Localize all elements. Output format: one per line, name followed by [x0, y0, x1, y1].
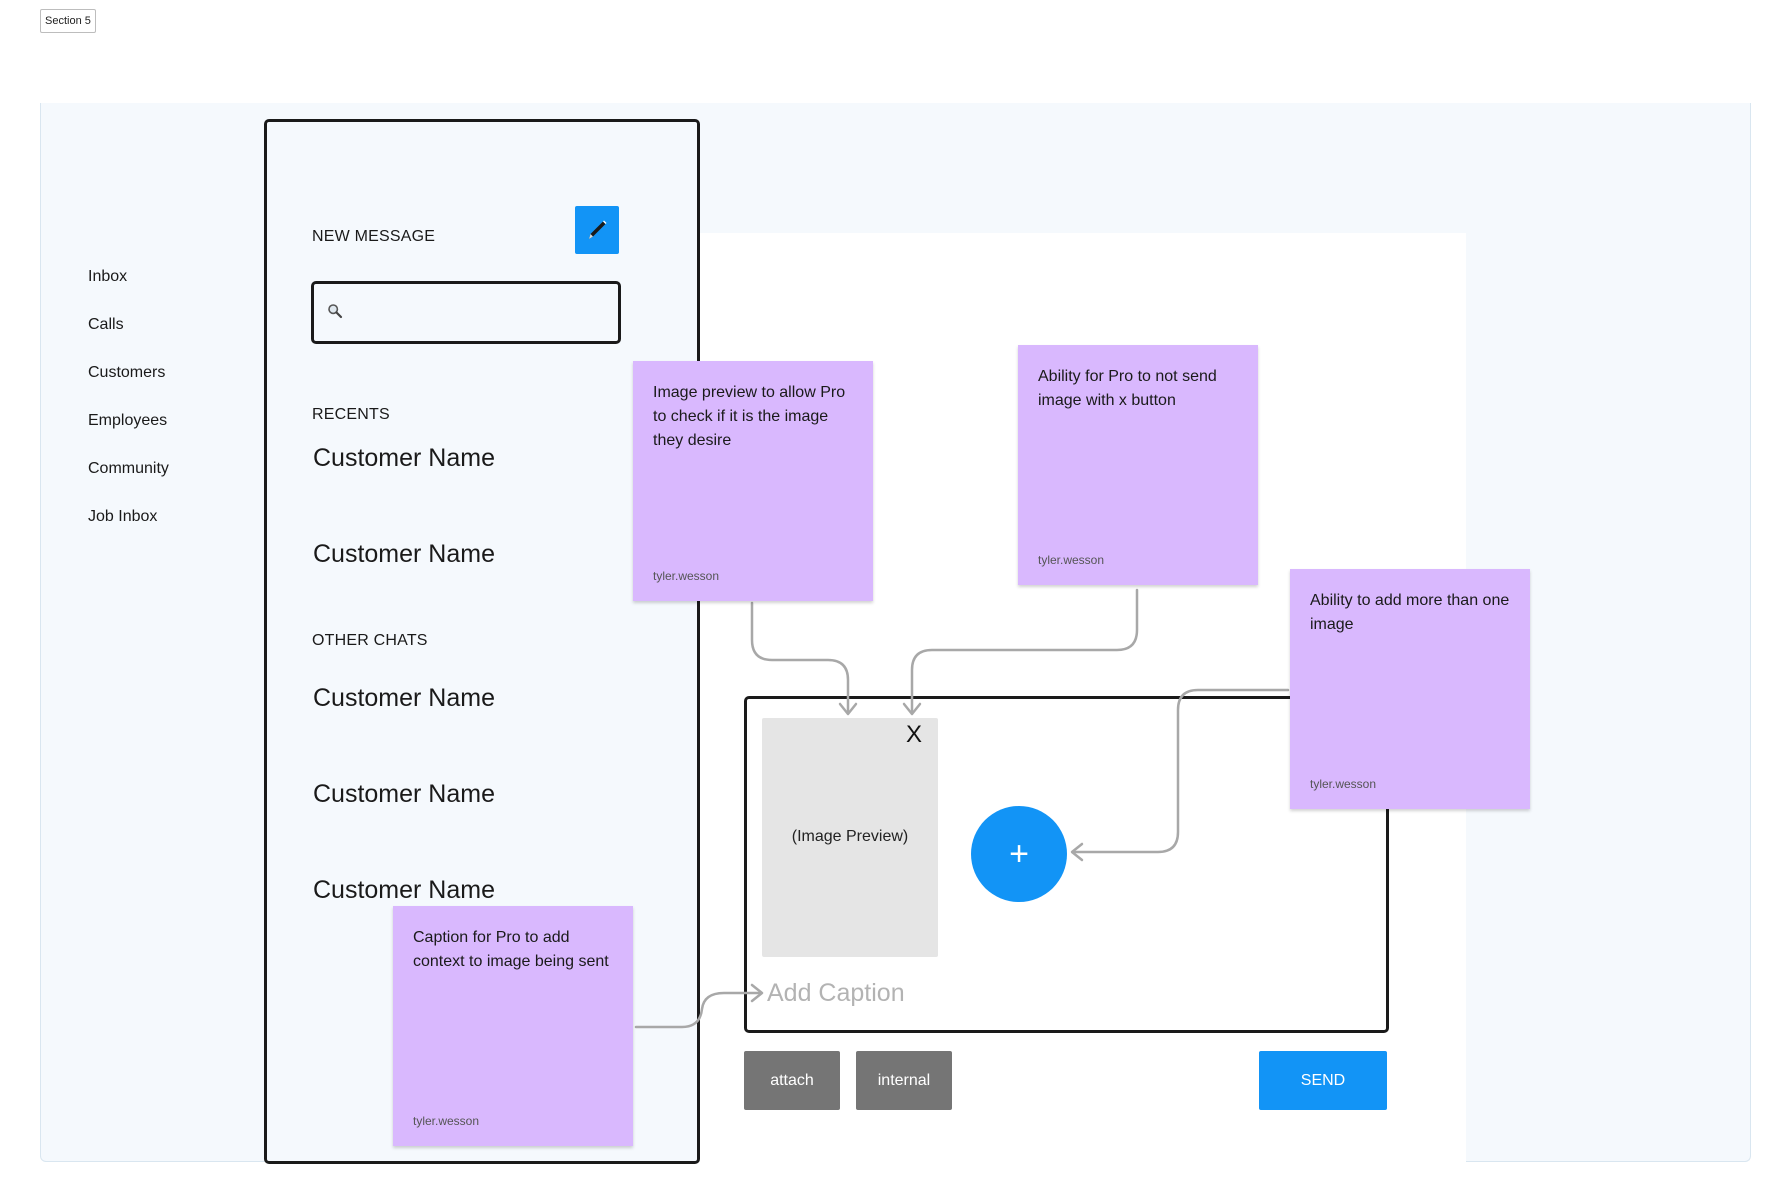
sidebar-item-community[interactable]: Community: [88, 460, 169, 477]
new-message-title: NEW MESSAGE: [312, 228, 436, 245]
attach-button[interactable]: attach: [744, 1051, 840, 1110]
remove-image-button[interactable]: X: [906, 721, 923, 748]
search-icon: [328, 304, 343, 319]
connector-multi-image-note: [1072, 688, 1290, 854]
caption-input[interactable]: Add Caption: [767, 979, 905, 1007]
other-chats-heading: OTHER CHATS: [312, 632, 428, 649]
sticky-note: Ability to add more than one image tyler…: [1290, 569, 1530, 809]
internal-button[interactable]: internal: [856, 1051, 952, 1110]
arrowhead: [838, 702, 858, 716]
note-author: tyler.wesson: [1310, 777, 1377, 791]
sticky-note: Image preview to allow Pro to check if i…: [633, 361, 873, 601]
connector-caption-note: [634, 991, 762, 1029]
arrowhead: [902, 702, 922, 716]
arrowhead: [1070, 842, 1084, 862]
note-author: tyler.wesson: [413, 1114, 480, 1128]
section-label: Section 5: [40, 9, 96, 33]
other-chat-item[interactable]: Customer Name: [313, 684, 495, 712]
image-preview: (Image Preview): [762, 718, 938, 957]
note-text: Ability to add more than one image: [1310, 592, 1510, 633]
pen-icon: [589, 220, 607, 239]
sticky-note: Caption for Pro to add context to image …: [393, 906, 633, 1146]
connector-preview-note: [750, 601, 850, 714]
recents-heading: RECENTS: [312, 406, 390, 423]
connector-x-note: [910, 588, 1139, 714]
other-chat-item[interactable]: Customer Name: [313, 780, 495, 808]
image-preview-label: (Image Preview): [791, 828, 909, 845]
sidebar-item-job-inbox[interactable]: Job Inbox: [88, 508, 158, 525]
note-text: Ability for Pro to not send image with x…: [1038, 368, 1217, 409]
other-chat-item[interactable]: Customer Name: [313, 876, 495, 904]
note-text: Caption for Pro to add context to image …: [413, 929, 609, 970]
sidebar-item-employees[interactable]: Employees: [88, 412, 168, 429]
note-text: Image preview to allow Pro to check if i…: [653, 384, 846, 449]
sticky-note: Ability for Pro to not send image with x…: [1018, 345, 1258, 585]
sidebar-item-customers[interactable]: Customers: [88, 364, 166, 381]
note-author: tyler.wesson: [653, 569, 720, 583]
arrowhead: [750, 983, 764, 1003]
search-input[interactable]: [311, 281, 621, 344]
compose-button[interactable]: [575, 206, 619, 254]
send-button[interactable]: SEND: [1259, 1051, 1387, 1110]
recent-chat-item[interactable]: Customer Name: [313, 444, 495, 472]
add-image-button[interactable]: +: [971, 806, 1067, 902]
sidebar-item-calls[interactable]: Calls: [88, 316, 124, 333]
sidebar-item-inbox[interactable]: Inbox: [88, 268, 128, 285]
note-author: tyler.wesson: [1038, 553, 1105, 567]
recent-chat-item[interactable]: Customer Name: [313, 540, 495, 568]
